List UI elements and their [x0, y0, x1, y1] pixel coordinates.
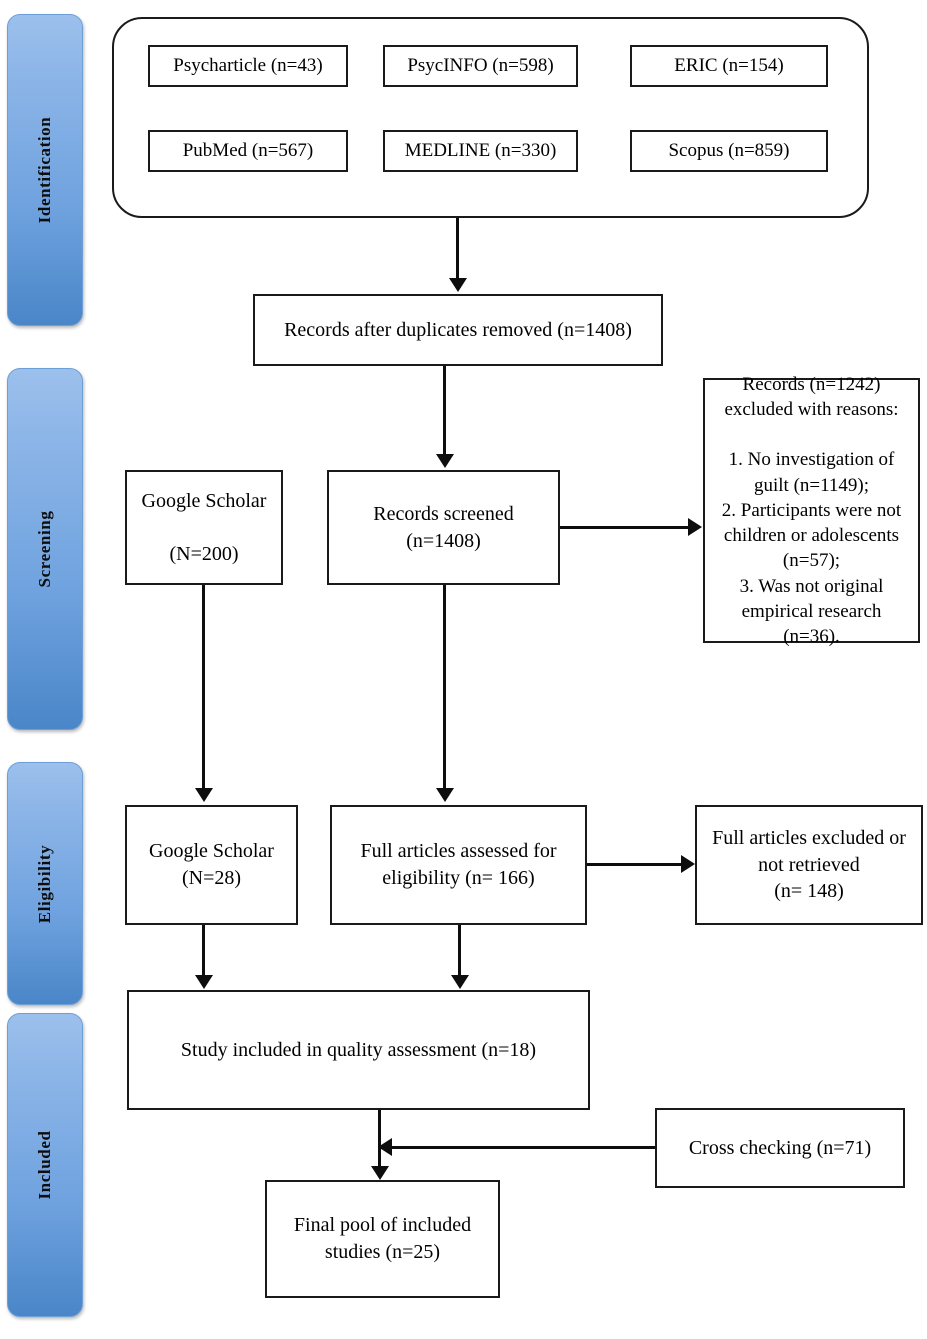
arrowhead-down-screened [436, 454, 454, 468]
connector-full-articles-to-quality [458, 925, 461, 977]
node-records-screened: Records screened (n=1408) [327, 470, 560, 585]
stage-label-screening: Screening [35, 510, 54, 588]
source-box-pubmed: PubMed (n=567) [148, 130, 348, 172]
source-box-scopus: Scopus (n=859) [630, 130, 828, 172]
arrowhead-down-quality-right [451, 975, 469, 989]
arrowhead-down-duplicates [449, 278, 467, 292]
connector-full-articles-to-excluded [587, 863, 683, 866]
arrowhead-down-final-pool [371, 1166, 389, 1180]
stage-tab-included: Included [7, 1013, 83, 1317]
stage-label-eligibility: Eligibility [35, 844, 54, 923]
connector-cross-checking-to-junction [392, 1146, 655, 1149]
source-box-psycharticle: Psycharticle (n=43) [148, 45, 348, 87]
node-google-scholar-eligibility: Google Scholar (N=28) [125, 805, 298, 925]
node-duplicates-removed: Records after duplicates removed (n=1408… [253, 294, 663, 366]
node-full-articles-excluded: Full articles excluded or not retrieved … [695, 805, 923, 925]
arrowhead-down-gs-eligibility [195, 788, 213, 802]
source-box-eric: ERIC (n=154) [630, 45, 828, 87]
node-full-articles-assessed: Full articles assessed for eligibility (… [330, 805, 587, 925]
node-google-scholar-screening: Google Scholar (N=200) [125, 470, 283, 585]
connector-duplicates-to-screened [443, 366, 446, 456]
arrowhead-down-quality-left [195, 975, 213, 989]
source-box-psycinfo: PsycINFO (n=598) [383, 45, 578, 87]
node-final-pool: Final pool of included studies (n=25) [265, 1180, 500, 1298]
connector-screened-to-excluded [560, 526, 690, 529]
source-box-medline: MEDLINE (n=330) [383, 130, 578, 172]
arrowhead-left-junction [378, 1138, 392, 1156]
stage-tab-screening: Screening [7, 368, 83, 730]
node-cross-checking: Cross checking (n=71) [655, 1108, 905, 1188]
stage-tab-identification: Identification [7, 14, 83, 326]
arrowhead-right-excluded [688, 518, 702, 536]
connector-gs-screening-to-gs-eligibility [202, 585, 205, 790]
connector-gs-eligibility-to-quality [202, 925, 205, 977]
arrowhead-down-full-articles [436, 788, 454, 802]
node-records-excluded: Records (n=1242) excluded with reasons: … [703, 374, 920, 647]
stage-label-identification: Identification [35, 116, 54, 224]
node-quality-assessment: Study included in quality assessment (n=… [127, 990, 590, 1110]
connector-identification-to-duplicates [456, 218, 459, 280]
stage-label-included: Included [35, 1130, 54, 1200]
stage-tab-eligibility: Eligibility [7, 762, 83, 1005]
arrowhead-right-full-excluded [681, 855, 695, 873]
connector-screened-to-full-articles [443, 585, 446, 790]
